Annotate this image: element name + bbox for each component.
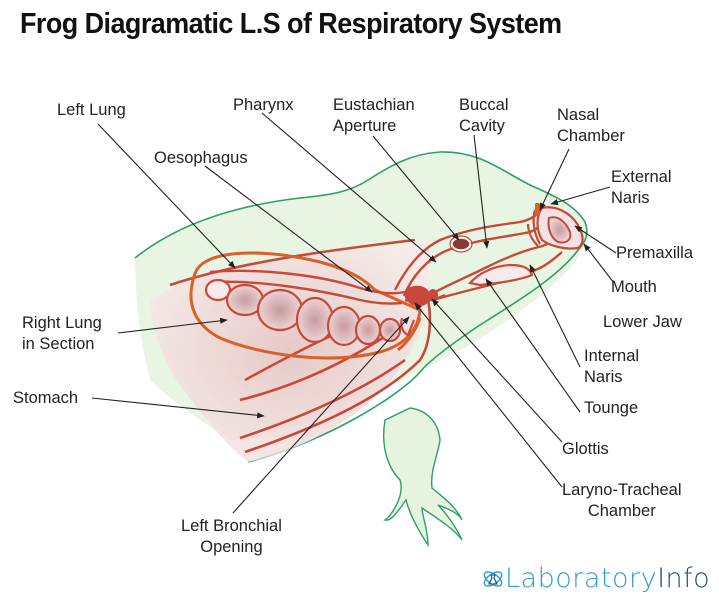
label-tounge: Tounge — [584, 399, 639, 417]
label-lower-jaw: Lower Jaw — [603, 313, 682, 331]
buccal-roof-outer — [393, 207, 544, 291]
leader-eustachian — [372, 135, 460, 241]
frog-front-leg — [383, 407, 463, 548]
lung-lobe — [204, 278, 232, 302]
label-internal-naris: Internal Naris — [584, 347, 640, 386]
leader-right-lung — [117, 317, 228, 334]
label-right-lung: Right Lung in Section — [22, 314, 102, 353]
nasal-inner — [547, 216, 572, 244]
left-lung-sac — [189, 251, 422, 360]
label-oesophagus: Oesophagus — [154, 149, 248, 167]
atom-flask-icon — [483, 570, 503, 587]
leader-left-lung — [97, 123, 236, 269]
oesophagus-tube-upper — [209, 269, 406, 295]
frog-jaw-line — [247, 249, 579, 463]
leader-oesophagus — [204, 165, 373, 293]
leader-external-naris — [550, 186, 611, 206]
nasal-passage-1 — [532, 209, 541, 245]
label-laryno-tracheal-chamber: Laryno-Tracheal Chamber — [562, 481, 682, 520]
label-left-bronchial-opening: Left Bronchial Opening — [181, 517, 282, 556]
frog-back-line — [134, 151, 588, 259]
buccal-roof-inner — [402, 219, 546, 297]
eustachian-aperture — [451, 237, 471, 251]
stomach-wall-line-5 — [244, 299, 432, 454]
lung-lobe — [326, 305, 362, 347]
lung-lobe — [354, 314, 382, 346]
leader-premaxilla — [574, 225, 617, 254]
lung-lobe — [378, 317, 402, 343]
label-left-lung: Left Lung — [57, 101, 126, 119]
bronchus-orange — [397, 317, 422, 352]
lung-lobe — [256, 288, 304, 332]
stomach-wall-line-1 — [169, 238, 416, 287]
stomach-wall-line-3 — [239, 328, 396, 402]
label-eustachian-aperture: Eustachian Aperture — [333, 96, 415, 135]
nasal-passage-2 — [526, 223, 539, 247]
leader-mouth — [583, 243, 615, 284]
leader-stomach — [91, 397, 265, 419]
label-pharynx: Pharynx — [233, 96, 294, 114]
diagram-title: Frog Diagramatic L.S of Respiratory Syst… — [20, 8, 562, 40]
label-buccal-cavity: Buccal Cavity — [459, 96, 509, 135]
leader-internal-naris — [529, 264, 581, 368]
stomach-wall-line-4 — [239, 358, 406, 440]
leader-lines — [91, 112, 617, 514]
logo-text: LaboratoryInfo — [505, 563, 711, 594]
external-naris-mark — [535, 203, 540, 216]
leader-glottis — [431, 298, 563, 443]
label-mouth: Mouth — [611, 278, 657, 296]
leader-bronchial — [232, 316, 410, 514]
oesophagus-tube-lower — [211, 280, 403, 305]
leader-tounge — [485, 278, 581, 413]
label-glottis: Glottis — [562, 440, 609, 458]
right-lung-lobes — [204, 278, 402, 347]
leader-buccal — [473, 134, 490, 249]
glottis — [404, 285, 430, 307]
bronchial-tube — [400, 317, 416, 337]
leader-laryno — [414, 302, 563, 488]
label-premaxilla: Premaxilla — [616, 244, 694, 262]
leader-nasal — [539, 148, 570, 211]
lung-lobe — [295, 296, 335, 344]
label-nasal-chamber: Nasal Chamber — [557, 106, 625, 145]
laboratoryinfo-logo: LaboratoryInfo — [481, 563, 710, 594]
tongue — [467, 263, 534, 287]
leader-pharynx — [261, 112, 437, 263]
label-stomach: Stomach — [13, 389, 79, 407]
label-external-naris: External Naris — [611, 168, 672, 207]
